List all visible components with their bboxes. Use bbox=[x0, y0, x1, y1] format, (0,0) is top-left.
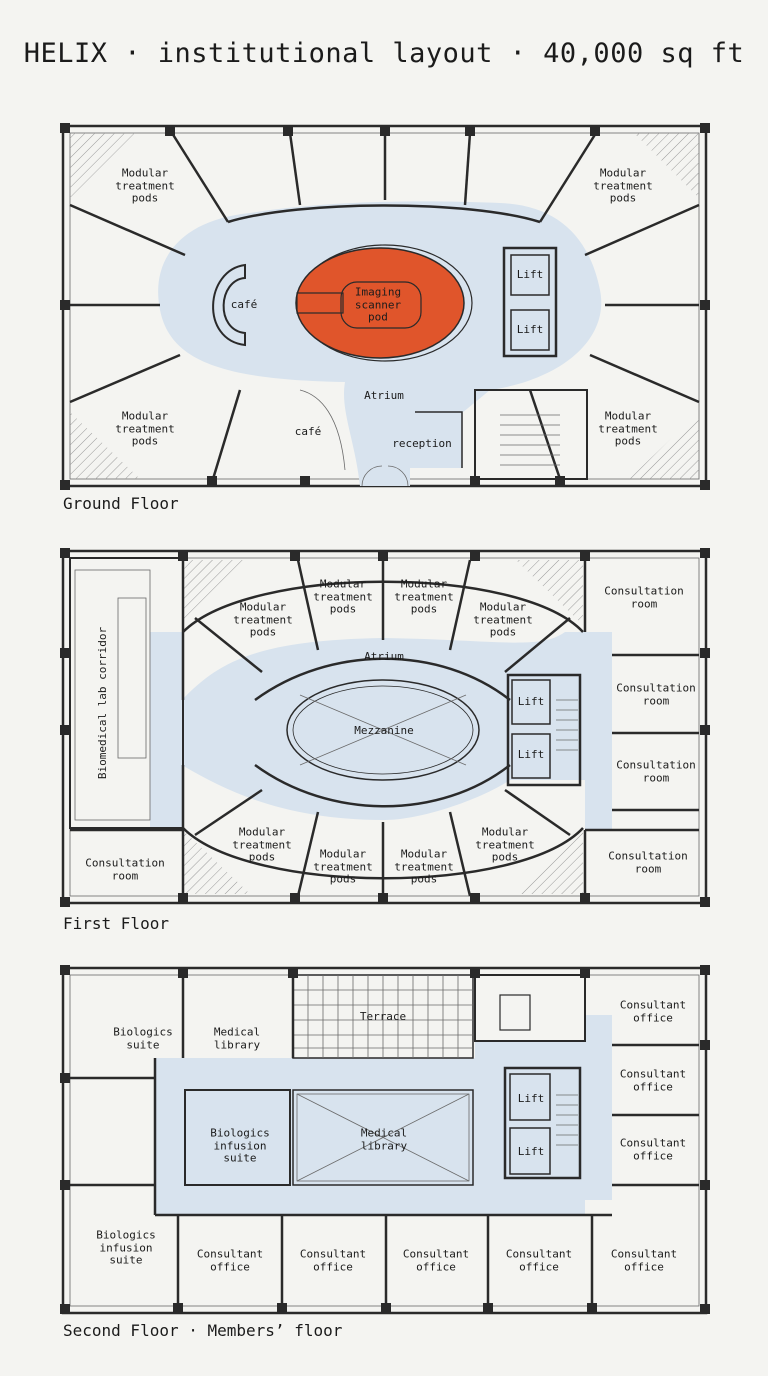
room-consultant-office-b1: Consultant office bbox=[196, 1247, 264, 1273]
room-consultant-office-b4: Consultant office bbox=[505, 1247, 573, 1273]
room-modular-pods-1-4: Modular treatment pods bbox=[473, 600, 533, 639]
lift-2: Lift bbox=[516, 322, 544, 336]
room-modular-pods-1-6: Modular treatment pods bbox=[313, 847, 373, 886]
room-terrace: Terrace bbox=[359, 1009, 407, 1023]
room-medical-library-1: Medical library bbox=[213, 1025, 261, 1051]
room-modular-pods-1-3: Modular treatment pods bbox=[394, 577, 454, 616]
floor-label-first: First Floor bbox=[63, 914, 169, 933]
page-title: HELIX · institutional layout · 40,000 sq… bbox=[23, 38, 745, 69]
room-consultation-r3: Consultation room bbox=[616, 758, 696, 784]
lift-2-2: Lift bbox=[517, 1144, 545, 1158]
room-modular-pods-1-8: Modular treatment pods bbox=[475, 825, 535, 864]
room-modular-pods-1-2: Modular treatment pods bbox=[313, 577, 373, 616]
room-cafe: café bbox=[230, 297, 258, 311]
room-modular-pods-1-5: Modular treatment pods bbox=[232, 825, 292, 864]
room-biologics-infusion-2: Biologics infusion suite bbox=[96, 1228, 156, 1267]
room-modular-pods-1-1: Modular treatment pods bbox=[233, 600, 293, 639]
room-modular-pods-bl: Modular treatment pods bbox=[115, 409, 175, 448]
room-consultant-office-r3: Consultant office bbox=[619, 1136, 687, 1162]
room-consultation-bl: Consultation room bbox=[85, 856, 165, 882]
lift-1: Lift bbox=[516, 267, 544, 281]
room-modular-pods-br: Modular treatment pods bbox=[598, 409, 658, 448]
hatched-corner bbox=[70, 133, 135, 198]
lift-1-1: Lift bbox=[517, 694, 545, 708]
room-consultant-office-r2: Consultant office bbox=[619, 1067, 687, 1093]
floor-label-second: Second Floor · Members’ floor bbox=[63, 1321, 343, 1340]
room-cafe-2: café bbox=[294, 424, 322, 438]
room-imaging-scanner-pod: Imaging scanner pod bbox=[354, 285, 402, 324]
first-floor-plan bbox=[60, 548, 710, 907]
room-consultant-office-b5: Consultant office bbox=[610, 1247, 678, 1273]
room-atrium-1: Atrium bbox=[364, 649, 404, 663]
lift-2-1: Lift bbox=[517, 1091, 545, 1105]
hatched-corner bbox=[70, 412, 140, 479]
floor-label-ground: Ground Floor bbox=[63, 494, 179, 513]
lift-1-2: Lift bbox=[517, 747, 545, 761]
room-atrium: Atrium bbox=[364, 388, 404, 402]
room-mezzanine: Mezzanine bbox=[354, 723, 414, 737]
room-consultant-office-r1: Consultant office bbox=[619, 998, 687, 1024]
room-medical-library-2: Medical library bbox=[360, 1126, 408, 1152]
room-consultation-br: Consultation room bbox=[608, 849, 688, 875]
room-modular-pods-tr: Modular treatment pods bbox=[593, 166, 653, 205]
room-consultant-office-b3: Consultant office bbox=[402, 1247, 470, 1273]
room-consultation-tr: Consultation room bbox=[604, 584, 684, 610]
room-consultant-office-b2: Consultant office bbox=[299, 1247, 367, 1273]
hatched-corner bbox=[629, 412, 699, 479]
room-modular-pods-1-7: Modular treatment pods bbox=[394, 847, 454, 886]
room-reception: reception bbox=[392, 436, 452, 450]
corridor-circulation bbox=[155, 1015, 612, 1215]
room-biologics-infusion-1: Biologics infusion suite bbox=[210, 1126, 270, 1165]
ground-floor-plan bbox=[60, 123, 710, 490]
imaging-scanner bbox=[295, 247, 465, 359]
room-modular-pods-tl: Modular treatment pods bbox=[115, 166, 175, 205]
room-biologics-suite: Biologics suite bbox=[113, 1025, 173, 1051]
room-consultation-r2: Consultation room bbox=[616, 681, 696, 707]
hatched-corner bbox=[634, 133, 699, 198]
